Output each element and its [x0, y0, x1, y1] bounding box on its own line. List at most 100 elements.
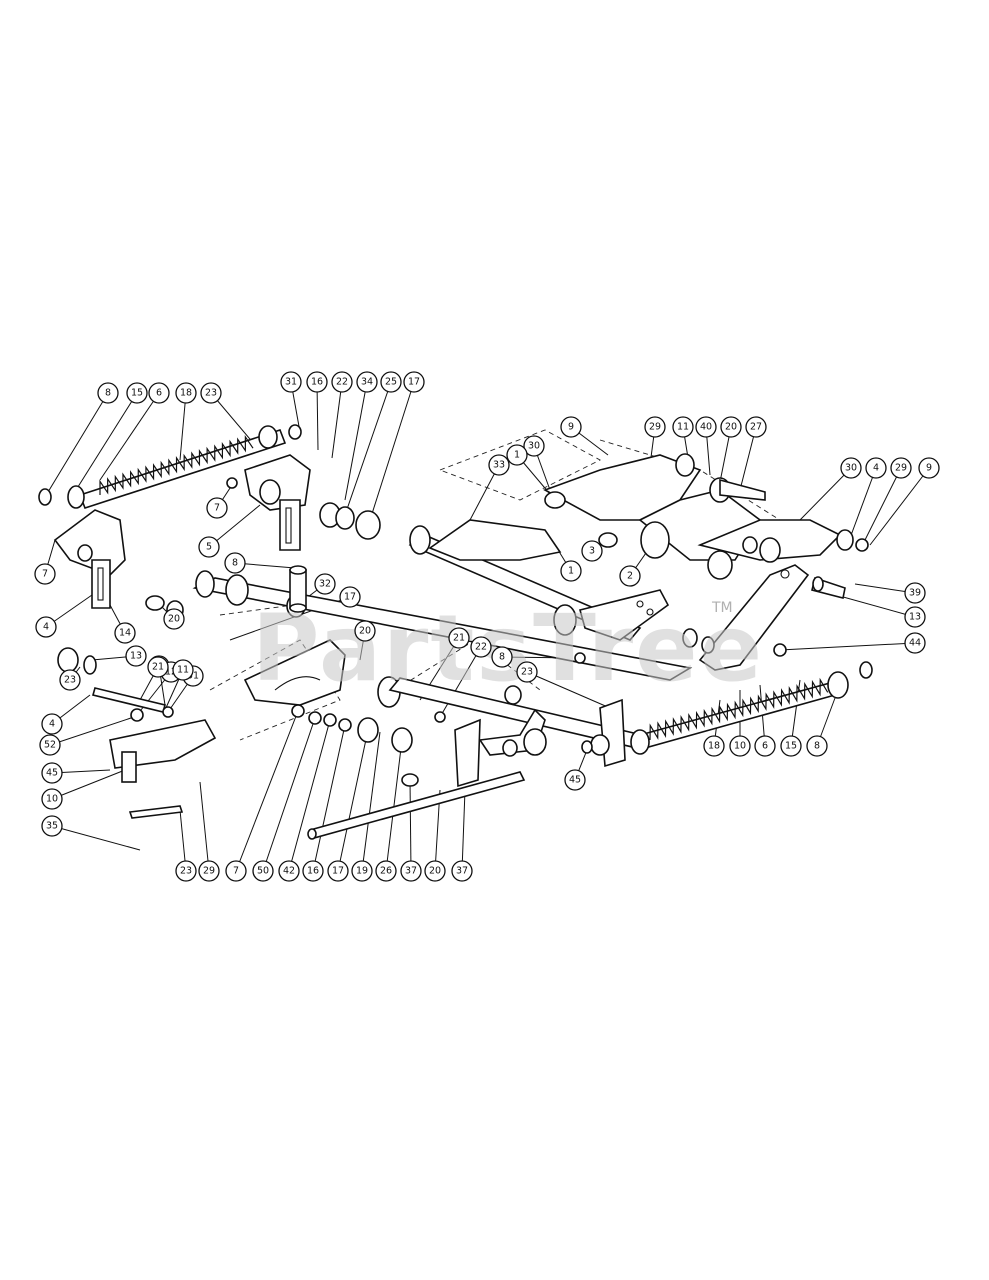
leader-line — [526, 671, 611, 709]
callout-circle — [451, 860, 473, 882]
callout-label: 4 — [49, 719, 55, 730]
callout-35: 35 — [41, 815, 63, 837]
callout-32: 32 — [314, 573, 336, 595]
callout-circle — [745, 416, 767, 438]
callout-circle — [754, 735, 776, 757]
callout-23: 23 — [516, 661, 538, 683]
callout-label: 30 — [845, 463, 857, 474]
callout-6: 6 — [148, 382, 170, 404]
callout-26: 26 — [375, 860, 397, 882]
callout-label: 15 — [131, 388, 143, 399]
callout-15: 15 — [126, 382, 148, 404]
callout-37: 37 — [400, 860, 422, 882]
callout-label: 30 — [528, 441, 540, 452]
callout-33: 33 — [488, 454, 510, 476]
callout-label: 31 — [285, 377, 297, 388]
callout-label: 17 — [344, 592, 356, 603]
callout-10: 10 — [41, 788, 63, 810]
callout-circle — [560, 416, 582, 438]
callout-label: 23 — [521, 667, 533, 678]
callout-4: 4 — [35, 616, 57, 638]
parts-illustration: PartsTree TM — [38, 424, 873, 840]
callout-40: 40 — [695, 416, 717, 438]
callout-circle — [695, 416, 717, 438]
callout-circle — [560, 560, 582, 582]
callout-10: 10 — [729, 735, 751, 757]
callout-45: 45 — [564, 769, 586, 791]
callout-circle — [806, 735, 828, 757]
callout-23: 23 — [200, 382, 222, 404]
callout-circle — [39, 734, 61, 756]
leader-line — [337, 729, 369, 872]
callout-circle — [175, 382, 197, 404]
callout-31: 31 — [280, 371, 302, 393]
callout-20: 20 — [354, 620, 376, 642]
callout-21: 21 — [147, 656, 169, 678]
leader-line — [361, 731, 381, 872]
callout-label: 44 — [909, 638, 921, 649]
callout-29: 29 — [890, 457, 912, 479]
callout-8: 8 — [224, 552, 246, 574]
callout-label: 5 — [206, 542, 212, 553]
callout-circle — [491, 646, 513, 668]
callout-7: 7 — [206, 497, 228, 519]
left-spring — [38, 425, 287, 509]
callout-label: 20 — [429, 866, 441, 877]
callout-label: 8 — [499, 652, 505, 663]
callout-circle — [890, 457, 912, 479]
callout-label: 13 — [909, 612, 921, 623]
callout-label: 45 — [46, 768, 58, 779]
callout-17: 17 — [327, 860, 349, 882]
callout-13: 13 — [125, 645, 147, 667]
callout-13: 13 — [904, 606, 926, 628]
leader-line — [262, 717, 316, 872]
callout-circle — [198, 860, 220, 882]
callout-30: 30 — [523, 435, 545, 457]
callout-4: 4 — [41, 713, 63, 735]
callout-circle — [114, 622, 136, 644]
callout-3: 3 — [581, 540, 603, 562]
callout-circle — [380, 371, 402, 393]
callout-label: 11 — [677, 422, 689, 433]
watermark-tm: TM — [711, 600, 733, 616]
callout-19: 19 — [351, 860, 373, 882]
callout-label: 10 — [46, 794, 58, 805]
callout-label: 50 — [257, 866, 269, 877]
callout-18: 18 — [703, 735, 725, 757]
callout-22: 22 — [331, 371, 353, 393]
leader-line — [331, 381, 343, 459]
leader-line — [44, 392, 109, 498]
callout-circle — [125, 645, 147, 667]
callout-label: 45 — [569, 775, 581, 786]
leader-line — [739, 426, 757, 491]
callout-17: 17 — [339, 586, 361, 608]
callout-circle — [339, 586, 361, 608]
leader-line — [779, 642, 916, 651]
callout-14: 14 — [114, 622, 136, 644]
callout-circle — [672, 416, 694, 438]
callout-circle — [331, 371, 353, 393]
callout-circle — [163, 608, 185, 630]
callout-16: 16 — [302, 860, 324, 882]
callout-circle — [780, 735, 802, 757]
callout-circle — [306, 371, 328, 393]
callout-circle — [356, 371, 378, 393]
leader-line — [344, 381, 368, 501]
callout-label: 3 — [589, 546, 595, 557]
leader-line — [51, 769, 126, 800]
callout-circle — [400, 860, 422, 882]
callout-9: 9 — [560, 416, 582, 438]
callout-label: 4 — [43, 622, 49, 633]
callout-circle — [644, 416, 666, 438]
callout-label: 37 — [456, 866, 468, 877]
callout-circle — [904, 582, 926, 604]
leader-line — [439, 646, 482, 718]
callout-20: 20 — [163, 608, 185, 630]
callout-34: 34 — [356, 371, 378, 393]
callout-label: 39 — [909, 588, 921, 599]
callout-label: 9 — [926, 463, 932, 474]
callout-circle — [523, 435, 545, 457]
callout-label: 40 — [700, 422, 712, 433]
callout-label: 18 — [708, 741, 720, 752]
callout-label: 33 — [493, 460, 505, 471]
